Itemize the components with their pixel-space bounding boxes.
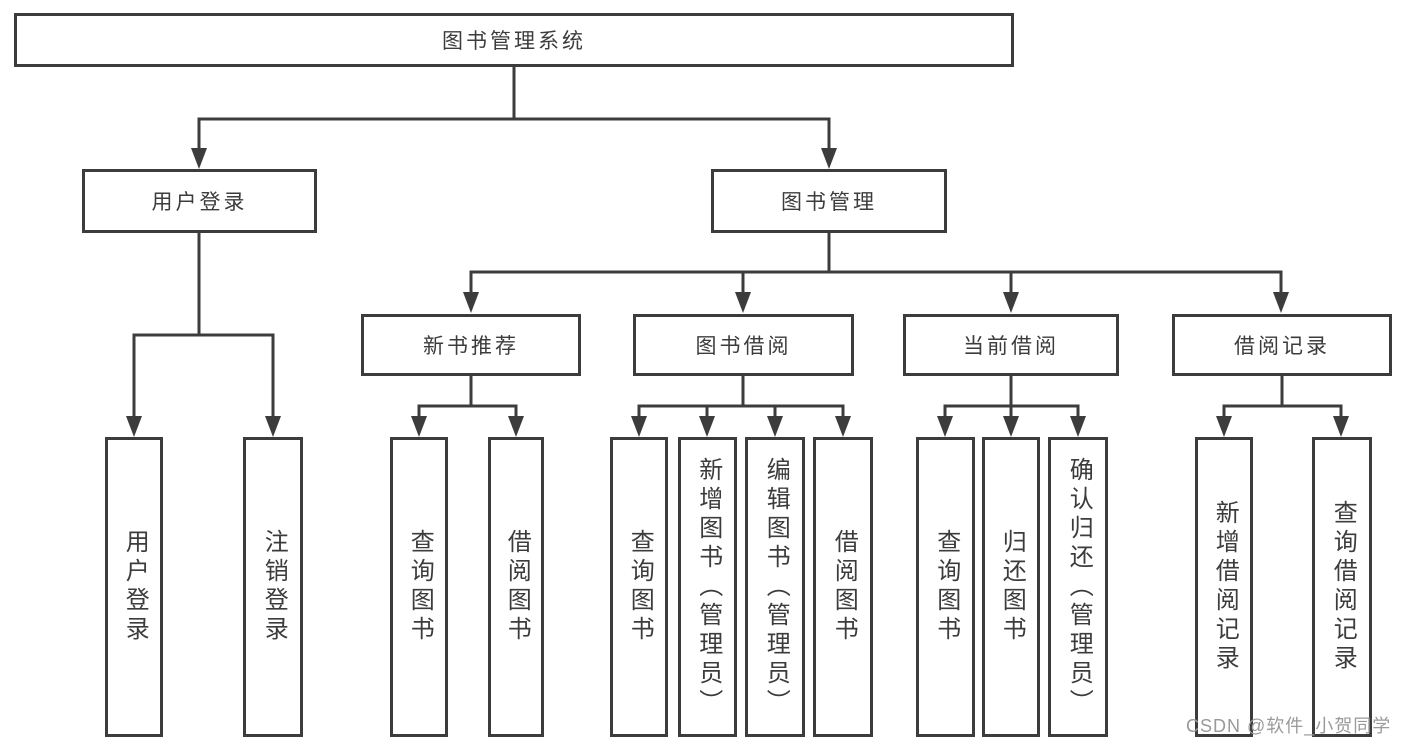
leaf-edit-books-admin-label: 编辑图书（管理员） — [762, 456, 790, 718]
node-user-login-label: 用户登录 — [151, 191, 248, 214]
arrow-icon — [821, 148, 837, 169]
node-book-borrow: 图书借阅 — [633, 314, 854, 376]
leaf-query-books-recommend-label: 查询图书 — [406, 529, 434, 645]
leaf-return-books-label: 归还图书 — [998, 529, 1026, 645]
leaf-add-borrow-record: 新增借阅记录 — [1195, 437, 1253, 737]
node-new-book-recommend: 新书推荐 — [361, 314, 581, 376]
leaf-query-books-recommend: 查询图书 — [390, 437, 448, 737]
arrow-icon — [508, 416, 524, 437]
connector-user-login-to-leaves — [132, 231, 275, 423]
arrow-icon — [835, 416, 851, 437]
node-new-book-recommend-label: 新书推荐 — [423, 335, 519, 358]
leaf-add-borrow-record-label: 新增借阅记录 — [1211, 500, 1239, 674]
leaf-query-books-borrow: 查询图书 — [610, 437, 668, 737]
node-user-login: 用户登录 — [82, 169, 317, 233]
node-current-borrow-label: 当前借阅 — [963, 335, 1059, 358]
arrow-icon — [1003, 416, 1019, 437]
connector-root-to-level2 — [197, 65, 831, 155]
node-book-management: 图书管理 — [711, 169, 947, 233]
leaf-query-books-current: 查询图书 — [916, 437, 975, 737]
leaf-logout: 注销登录 — [243, 437, 303, 737]
leaf-add-books-admin: 新增图书（管理员） — [678, 437, 737, 737]
arrow-icon — [1333, 416, 1349, 437]
connector-borrow-records-to-leaves — [1222, 374, 1343, 423]
connector-book-borrow-to-leaves — [637, 374, 845, 423]
node-book-management-label: 图书管理 — [781, 191, 877, 214]
arrow-icon — [735, 292, 751, 313]
arrow-icon — [631, 416, 647, 437]
arrow-icon — [767, 416, 783, 437]
arrow-icon — [699, 416, 715, 437]
arrow-icon — [1216, 416, 1232, 437]
arrowheads — [126, 148, 1349, 437]
arrow-icon — [937, 416, 953, 437]
connector-current-borrow-to-leaves — [943, 374, 1080, 423]
leaf-logout-label: 注销登录 — [260, 529, 288, 645]
leaf-confirm-return-admin-label: 确认归还（管理员） — [1065, 456, 1093, 718]
leaf-return-books: 归还图书 — [982, 437, 1040, 737]
leaf-user-login: 用户登录 — [105, 437, 163, 737]
node-root-label: 图书管理系统 — [442, 30, 586, 53]
node-root: 图书管理系统 — [14, 13, 1014, 67]
leaf-user-login-label: 用户登录 — [121, 529, 149, 645]
leaf-borrow-books: 借阅图书 — [813, 437, 873, 737]
leaf-edit-books-admin: 编辑图书（管理员） — [745, 437, 805, 737]
node-current-borrow: 当前借阅 — [903, 314, 1119, 376]
arrow-icon — [265, 416, 281, 437]
connector-book-mgmt-to-level3 — [469, 231, 1283, 299]
leaf-borrow-books-label: 借阅图书 — [830, 529, 858, 645]
leaf-query-books-current-label: 查询图书 — [932, 529, 960, 645]
arrow-icon — [411, 416, 427, 437]
arrow-icon — [1070, 416, 1086, 437]
arrow-icon — [126, 416, 142, 437]
arrow-icon — [1273, 292, 1289, 313]
node-book-borrow-label: 图书借阅 — [695, 335, 792, 358]
leaf-query-books-borrow-label: 查询图书 — [626, 529, 654, 645]
leaf-query-borrow-record-label: 查询借阅记录 — [1329, 500, 1357, 674]
node-borrow-records: 借阅记录 — [1172, 314, 1392, 376]
leaf-borrow-books-recommend-label: 借阅图书 — [503, 529, 531, 645]
arrow-icon — [1003, 292, 1019, 313]
arrow-icon — [463, 292, 479, 313]
leaf-add-books-admin-label: 新增图书（管理员） — [694, 456, 722, 718]
leaf-borrow-books-recommend: 借阅图书 — [488, 437, 544, 737]
leaf-query-borrow-record: 查询借阅记录 — [1312, 437, 1372, 737]
arrow-icon — [191, 148, 207, 169]
node-borrow-records-label: 借阅记录 — [1234, 335, 1330, 358]
connector-new-book-to-leaves — [417, 374, 518, 423]
leaf-confirm-return-admin: 确认归还（管理员） — [1048, 437, 1108, 737]
